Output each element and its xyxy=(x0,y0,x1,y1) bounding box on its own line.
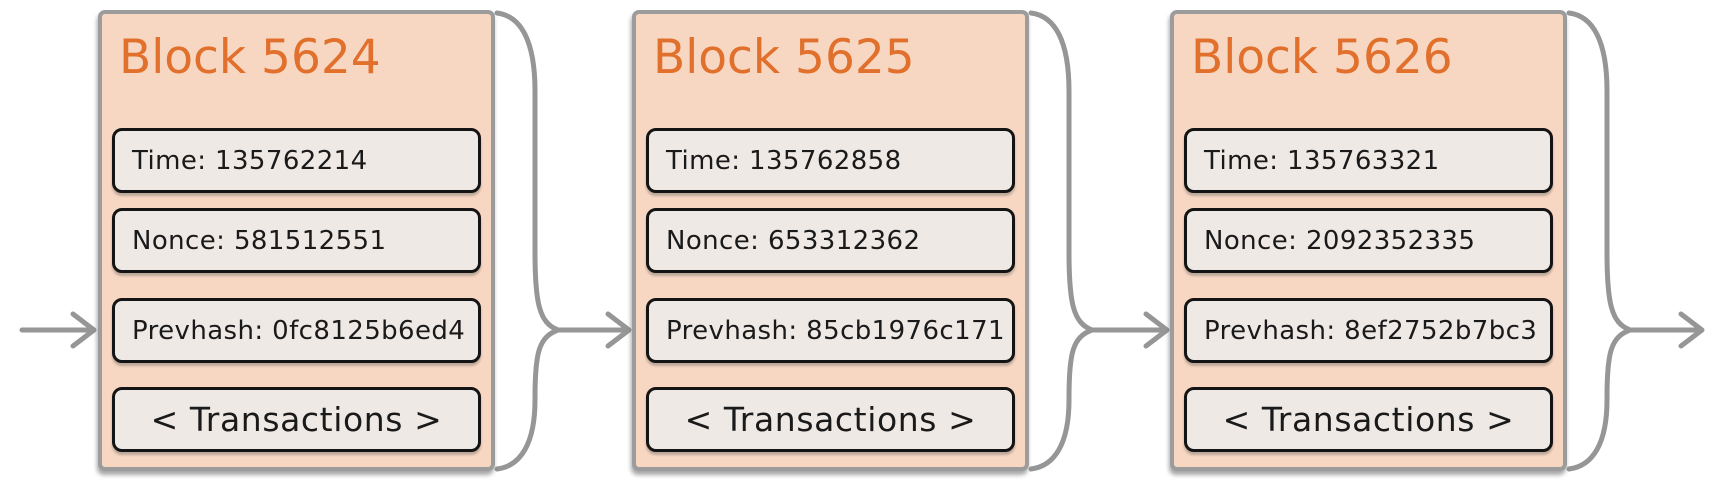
nonce-field: Nonce: 581512551 xyxy=(112,208,481,273)
time-value: Time: 135762858 xyxy=(666,145,902,176)
time-field: Time: 135763321 xyxy=(1184,128,1553,193)
transactions-label: < Transactions > xyxy=(1222,400,1515,439)
prevhash-value: Prevhash: 85cb1976c171 xyxy=(666,315,1005,346)
transactions-button[interactable]: < Transactions > xyxy=(112,387,481,452)
prevhash-value: Prevhash: 8ef2752b7bc3 xyxy=(1204,315,1538,346)
prevhash-field: Prevhash: 0fc8125b6ed4 xyxy=(112,298,481,363)
transactions-label: < Transactions > xyxy=(150,400,443,439)
chain-output-arrow-icon xyxy=(1627,311,1705,349)
block-title: Block 5625 xyxy=(653,30,915,85)
nonce-value: Nonce: 2092352335 xyxy=(1204,225,1476,256)
transactions-button[interactable]: < Transactions > xyxy=(1184,387,1553,452)
chain-input-arrow-icon xyxy=(19,311,97,349)
nonce-field: Nonce: 2092352335 xyxy=(1184,208,1553,273)
arrow-5625-to-5626-icon xyxy=(1089,311,1170,349)
time-value: Time: 135762214 xyxy=(132,145,368,176)
block-5625: Block 5625 Time: 135762858 Nonce: 653312… xyxy=(632,10,1029,471)
transactions-button[interactable]: < Transactions > xyxy=(646,387,1015,452)
time-value: Time: 135763321 xyxy=(1204,145,1440,176)
time-field: Time: 135762214 xyxy=(112,128,481,193)
nonce-field: Nonce: 653312362 xyxy=(646,208,1015,273)
block-title: Block 5626 xyxy=(1191,30,1453,85)
block-5626-hash-brace-icon xyxy=(1566,10,1633,472)
block-5626: Block 5626 Time: 135763321 Nonce: 209235… xyxy=(1170,10,1567,471)
block-title: Block 5624 xyxy=(119,30,381,85)
block-5624: Block 5624 Time: 135762214 Nonce: 581512… xyxy=(98,10,495,471)
block-5624-hash-brace-icon xyxy=(494,10,561,472)
arrow-5624-to-5625-icon xyxy=(555,311,632,349)
nonce-value: Nonce: 581512551 xyxy=(132,225,387,256)
block-5625-hash-brace-icon xyxy=(1028,10,1095,472)
prevhash-value: Prevhash: 0fc8125b6ed4 xyxy=(132,315,466,346)
prevhash-field: Prevhash: 8ef2752b7bc3 xyxy=(1184,298,1553,363)
nonce-value: Nonce: 653312362 xyxy=(666,225,921,256)
transactions-label: < Transactions > xyxy=(684,400,977,439)
prevhash-field: Prevhash: 85cb1976c171 xyxy=(646,298,1015,363)
time-field: Time: 135762858 xyxy=(646,128,1015,193)
